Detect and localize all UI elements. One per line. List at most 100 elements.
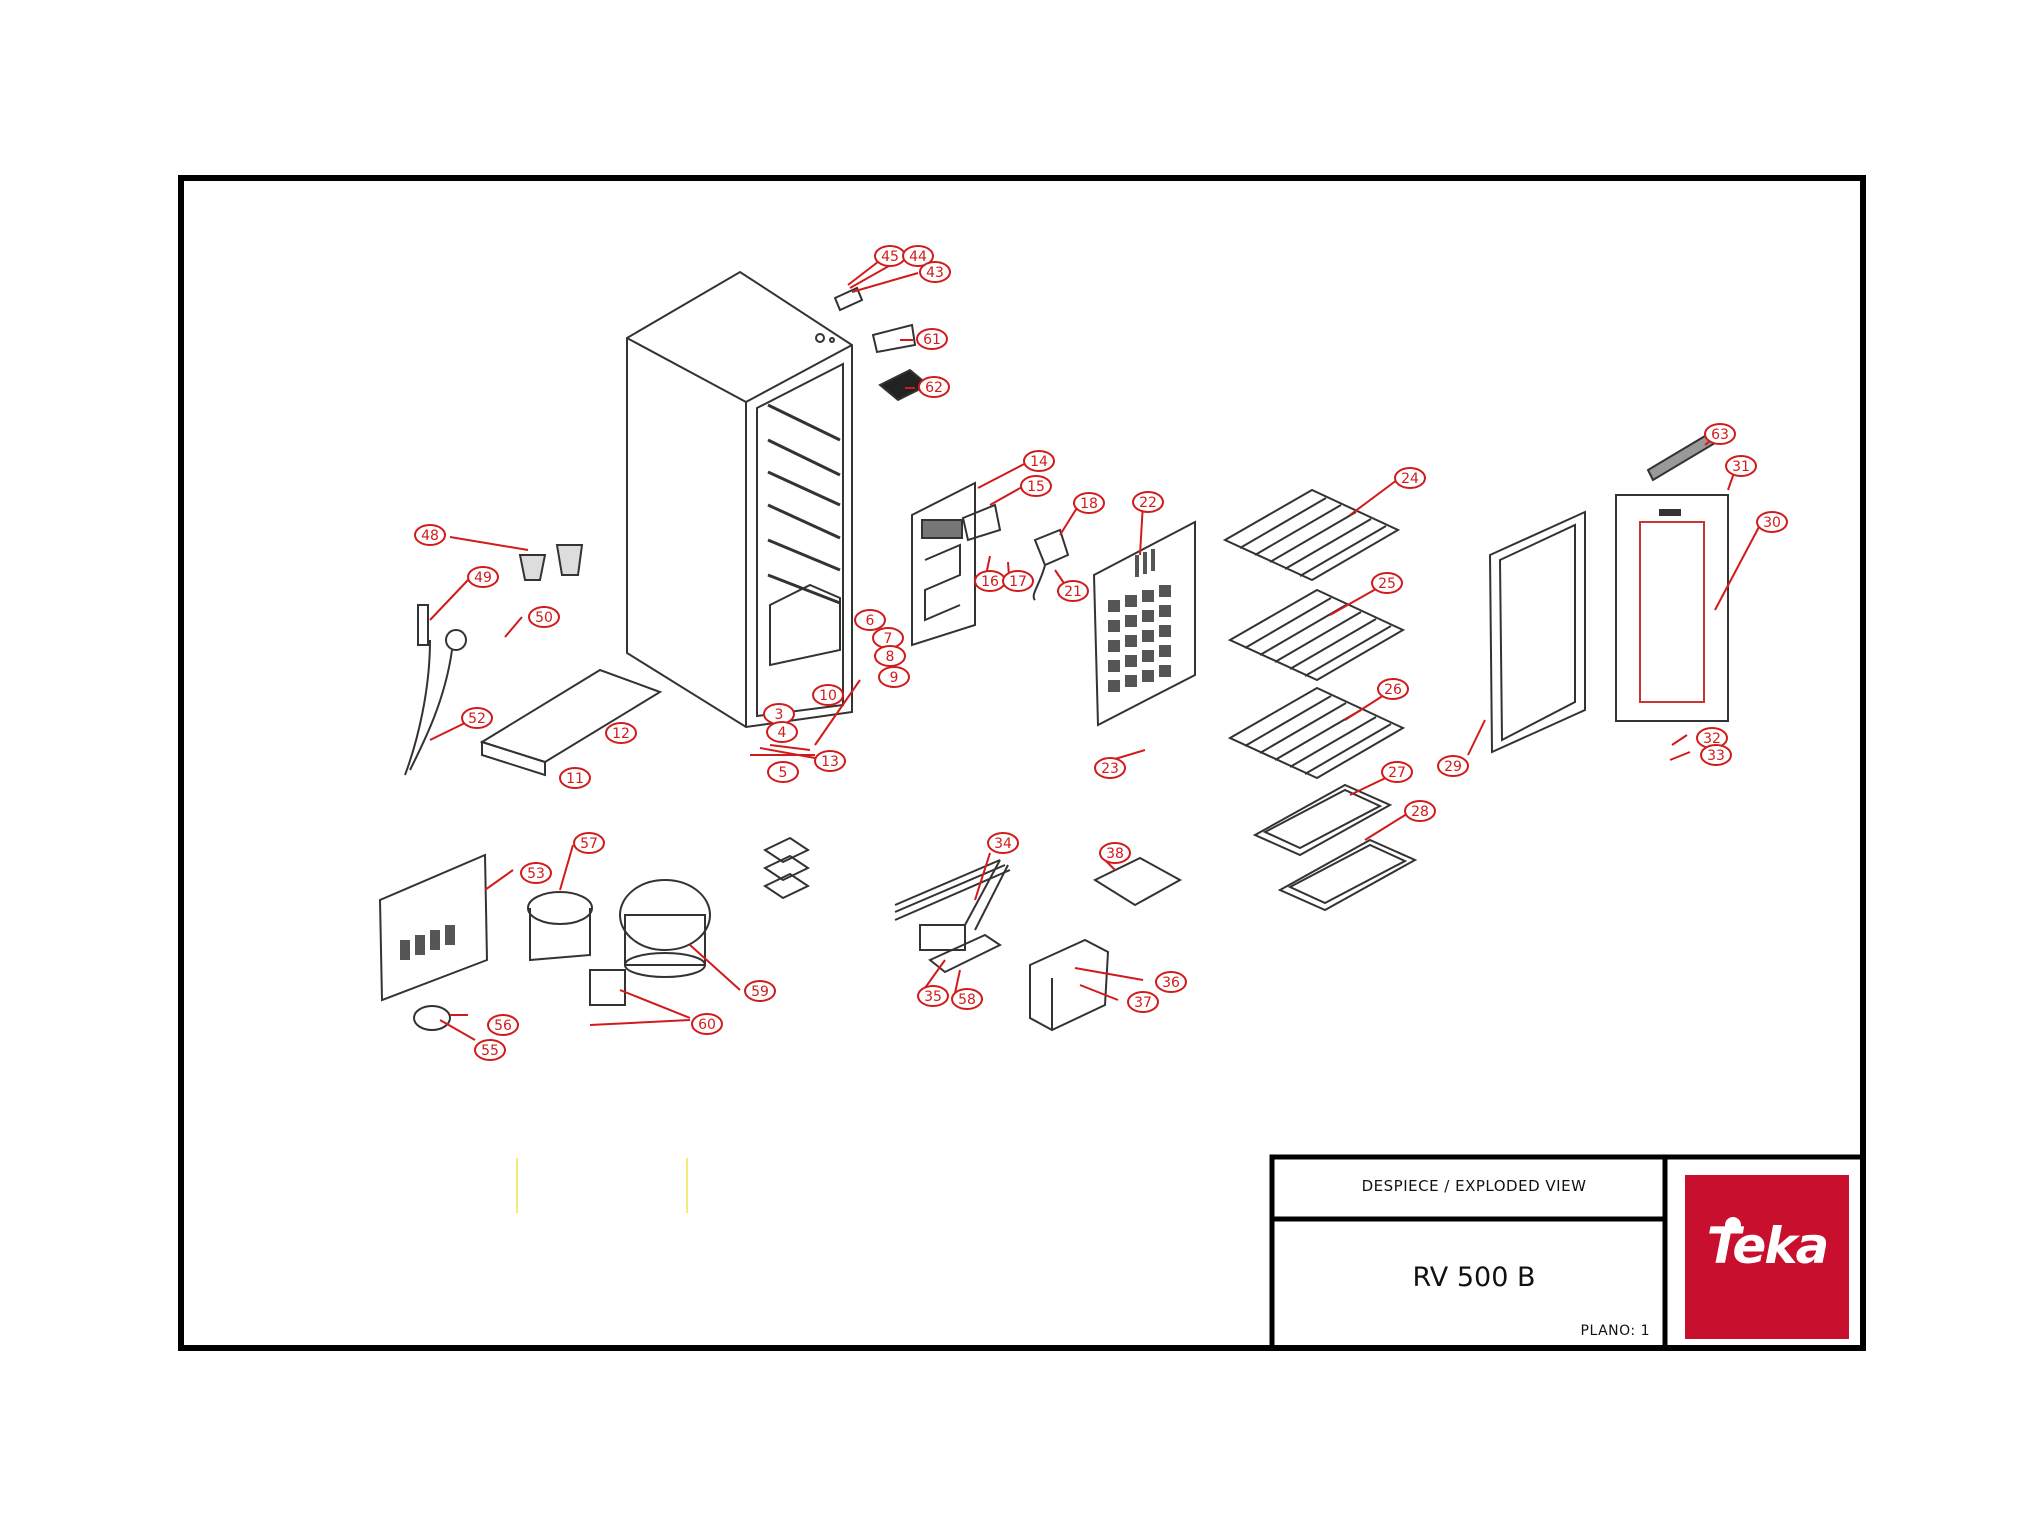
wine-shelf <box>1222 488 1401 582</box>
callout-25: 25 <box>1371 572 1403 594</box>
callout-number: 60 <box>698 1017 716 1033</box>
callout-63: 63 <box>1704 423 1736 445</box>
callout-33: 33 <box>1700 744 1732 766</box>
callout-62: 62 <box>918 376 950 398</box>
callout-49: 49 <box>467 566 499 588</box>
callout-number: 15 <box>1027 479 1045 495</box>
power-cord <box>404 604 467 776</box>
electrical-box <box>1029 938 1110 1032</box>
callout-15: 15 <box>1020 475 1052 497</box>
callout-number: 58 <box>958 992 976 1008</box>
foam-pads <box>762 836 811 900</box>
callout-number: 63 <box>1711 427 1729 443</box>
callout-number: 6 <box>866 613 875 629</box>
callout-11: 11 <box>559 767 591 789</box>
compressor <box>619 879 711 978</box>
callout-52: 52 <box>461 707 493 729</box>
callout-27: 27 <box>1381 761 1413 783</box>
callout-58: 58 <box>951 988 983 1010</box>
teka-logo: Teka <box>1685 1175 1849 1339</box>
callout-number: 16 <box>981 574 999 590</box>
callout-number: 31 <box>1732 459 1750 475</box>
callout-number: 10 <box>819 688 837 704</box>
callout-number: 53 <box>527 866 545 882</box>
callout-16: 16 <box>974 570 1006 592</box>
callout-number: 57 <box>580 836 598 852</box>
callout-32: 32 <box>1696 727 1728 749</box>
callout-18: 18 <box>1073 492 1105 514</box>
callout-10: 10 <box>812 684 844 706</box>
callout-31: 31 <box>1725 455 1757 477</box>
callout-57: 57 <box>573 832 605 854</box>
callout-24: 24 <box>1394 467 1426 489</box>
callout-22: 22 <box>1132 491 1164 513</box>
callout-61: 61 <box>916 328 948 350</box>
callout-number: 8 <box>886 649 895 665</box>
door-gasket <box>1488 510 1586 754</box>
callout-number: 33 <box>1707 748 1725 764</box>
callout-number: 50 <box>535 610 553 626</box>
callout-21: 21 <box>1057 580 1089 602</box>
callout-37: 37 <box>1127 991 1159 1013</box>
callout-number: 34 <box>994 836 1012 852</box>
wiring-harness <box>894 859 1011 974</box>
title-block <box>1269 1154 1866 1351</box>
callout-number: 5 <box>779 765 788 781</box>
callout-number: 56 <box>494 1018 512 1034</box>
callout-60: 60 <box>691 1013 723 1035</box>
callout-28: 28 <box>1404 800 1436 822</box>
callout-56: 56 <box>487 1014 519 1036</box>
callout-4: 4 <box>766 721 798 743</box>
callout-number: 49 <box>474 570 492 586</box>
cabinet-body <box>626 270 853 729</box>
callout-50: 50 <box>528 606 560 628</box>
lamp-holder <box>413 1005 451 1031</box>
model-number: RV 500 B <box>1412 1262 1536 1293</box>
rear-cover-panel <box>1092 520 1196 727</box>
logo-dot <box>1725 1217 1741 1233</box>
wine-shelf <box>1227 588 1406 682</box>
callout-number: 23 <box>1101 761 1119 777</box>
callout-number: 9 <box>890 670 899 686</box>
wine-shelf <box>1227 686 1406 780</box>
callout-number: 7 <box>884 631 893 647</box>
callout-number: 55 <box>481 1043 499 1059</box>
callout-number: 18 <box>1080 496 1098 512</box>
callout-53: 53 <box>520 862 552 884</box>
callout-number: 30 <box>1763 515 1781 531</box>
callout-5: 5 <box>767 761 799 783</box>
callout-number: 36 <box>1162 975 1180 991</box>
callout-7: 7 <box>872 627 904 649</box>
callout-29: 29 <box>1437 755 1469 777</box>
logo-text: Teka <box>1706 1217 1830 1275</box>
callout-23: 23 <box>1094 757 1126 779</box>
leveling-feet <box>518 544 584 581</box>
callout-number: 62 <box>925 380 943 396</box>
callout-38: 38 <box>1099 842 1131 864</box>
callout-number: 3 <box>775 707 784 723</box>
drawing-frame <box>178 175 1866 1351</box>
callout-number: 29 <box>1444 759 1462 775</box>
callout-number: 52 <box>468 711 486 727</box>
callout-9: 9 <box>878 666 910 688</box>
callout-number: 4 <box>778 725 787 741</box>
callout-number: 28 <box>1411 804 1429 820</box>
drip-tray <box>527 891 593 962</box>
callout-45: 45 <box>874 245 906 267</box>
callout-number: 22 <box>1139 495 1157 511</box>
flat-shelf <box>1252 783 1393 857</box>
control-board <box>1092 856 1183 907</box>
callout-number: 21 <box>1064 584 1082 600</box>
callout-35: 35 <box>917 985 949 1007</box>
base-plate <box>479 668 663 777</box>
callout-43: 43 <box>919 261 951 283</box>
fan-assembly <box>961 503 1070 601</box>
callout-48: 48 <box>414 524 446 546</box>
sheet-number: PLANO: 1 <box>1580 1323 1650 1339</box>
callout-number: 37 <box>1134 995 1152 1011</box>
callout-number: 24 <box>1401 471 1419 487</box>
callout-13: 13 <box>814 750 846 772</box>
callout-number: 45 <box>881 249 899 265</box>
